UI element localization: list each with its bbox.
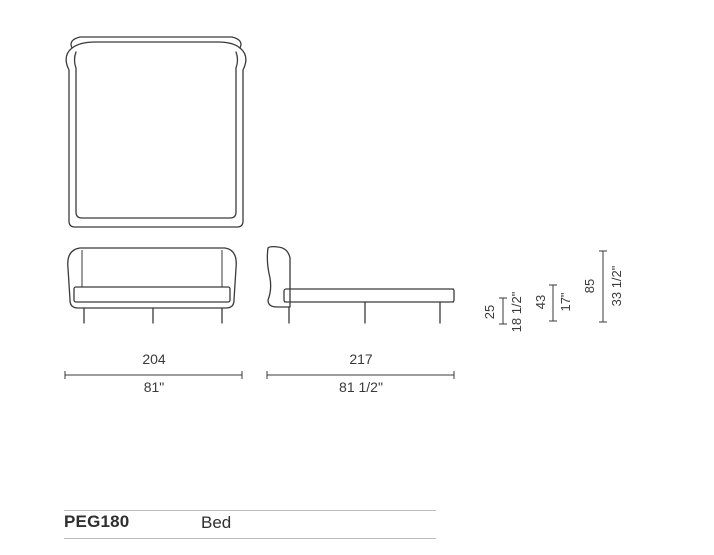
total-height-dimension: 85 33 1/2" bbox=[582, 250, 624, 323]
length-cm-label: 217 bbox=[349, 351, 373, 367]
footer-bottom-rule bbox=[64, 538, 436, 539]
width-cm-label: 204 bbox=[142, 351, 166, 367]
seat-height-dimension: 43 17" bbox=[533, 284, 573, 322]
length-in-label: 81 1/2" bbox=[339, 379, 383, 395]
frame-height-in-label: 18 1/2" bbox=[509, 291, 524, 332]
bed-front-view bbox=[67, 247, 237, 324]
frame-height-dimension: 25 18 1/2" bbox=[482, 291, 524, 332]
footer-top-rule bbox=[64, 510, 436, 511]
bed-top-view bbox=[65, 36, 247, 228]
bed-side-view bbox=[266, 246, 455, 324]
seat-height-cm-label: 43 bbox=[533, 295, 548, 309]
total-height-cm-label: 85 bbox=[582, 279, 597, 293]
product-type: Bed bbox=[201, 513, 232, 532]
product-code: PEG180 bbox=[64, 512, 130, 531]
frame-height-cm-label: 25 bbox=[482, 305, 497, 319]
seat-height-in-label: 17" bbox=[558, 292, 573, 311]
total-height-in-label: 33 1/2" bbox=[609, 265, 624, 306]
width-dimension: 204 81" bbox=[64, 351, 243, 395]
length-dimension: 217 81 1/2" bbox=[266, 351, 455, 395]
width-in-label: 81" bbox=[144, 379, 165, 395]
